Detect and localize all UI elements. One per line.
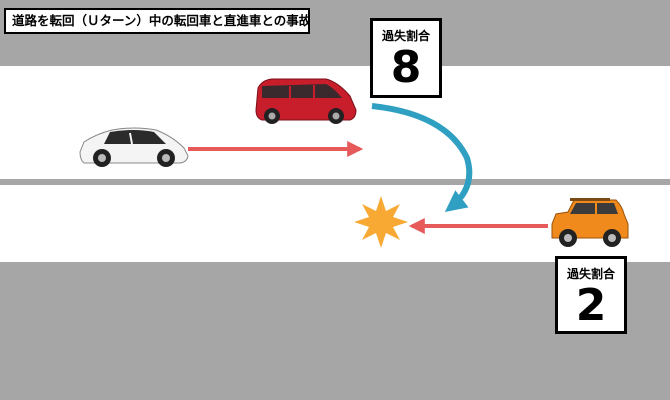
center-divider xyxy=(0,179,670,185)
oncoming-compact-car-icon xyxy=(551,198,629,247)
straight-sedan-icon xyxy=(79,127,189,167)
collision-burst-icon xyxy=(354,196,408,248)
uturn-minivan-icon xyxy=(255,78,357,124)
fault-ratio-label: 過失割合 xyxy=(381,29,430,43)
fault-ratio-straight-car: 過失割合 2 xyxy=(555,256,627,334)
uturn-arrow xyxy=(371,103,473,212)
fault-ratio-label: 過失割合 xyxy=(566,267,615,281)
fault-ratio-uturn-car: 過失割合 8 xyxy=(370,18,442,98)
fault-ratio-value: 2 xyxy=(575,280,607,331)
diagram-title: 道路を転回（Ｕターン）中の転回車と直進車との事故 xyxy=(4,8,310,34)
fault-ratio-value: 8 xyxy=(390,42,422,93)
